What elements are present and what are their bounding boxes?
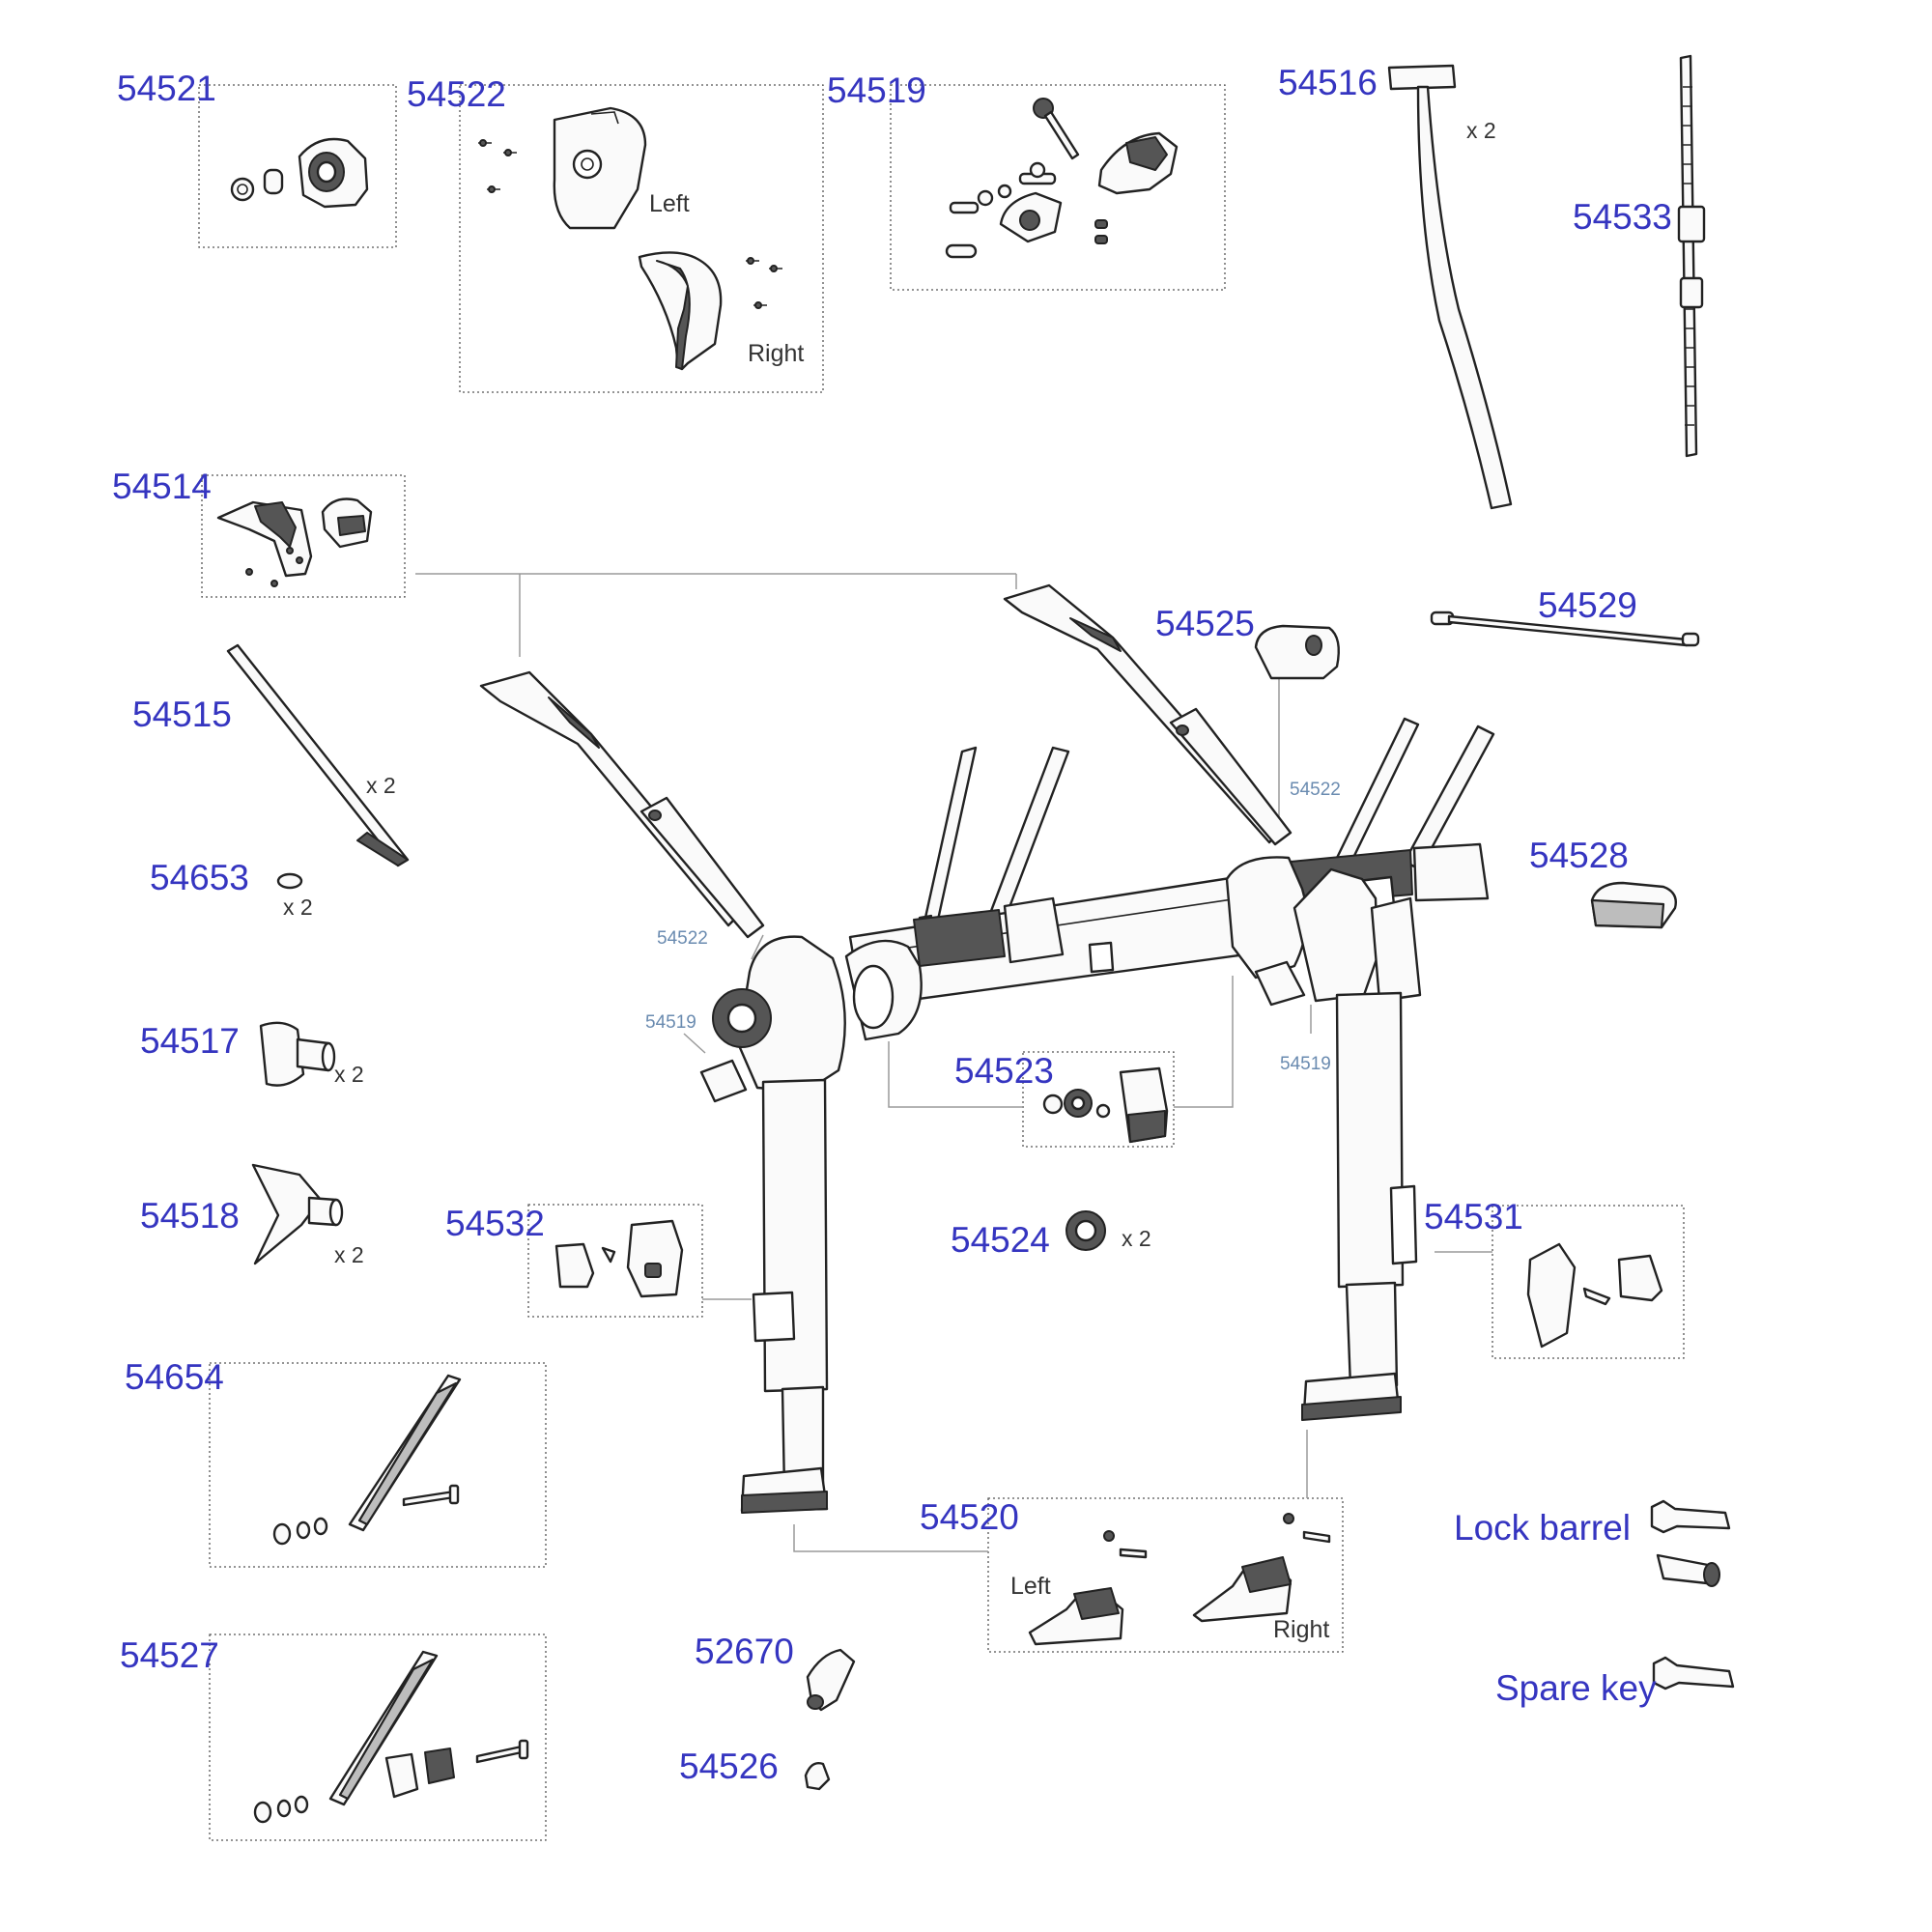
lock-barrel-label: Lock barrel (1454, 1508, 1632, 1548)
part-label-54531: 54531 (1424, 1197, 1523, 1236)
part-54516-drawing (1387, 64, 1513, 510)
part-label-54523: 54523 (954, 1051, 1054, 1091)
part-label-54529: 54529 (1538, 585, 1637, 625)
box-54514 (201, 474, 406, 598)
part-54515-drawing (226, 643, 410, 867)
part-54522-drawing (478, 106, 782, 371)
box-54654 (209, 1362, 547, 1568)
qty-54516: x 2 (1466, 118, 1496, 143)
callout-54519-right: 54519 (1280, 1054, 1331, 1074)
side-label-right-54520: Right (1273, 1616, 1330, 1643)
callout-54522-right: 54522 (1290, 780, 1341, 800)
part-label-54519: 54519 (827, 71, 926, 110)
part-52670-drawing (806, 1648, 856, 1712)
part-label-54533: 54533 (1573, 197, 1672, 237)
callout-54522-left: 54522 (657, 928, 708, 949)
box-54523 (1022, 1051, 1175, 1148)
part-54528-drawing (1590, 881, 1677, 929)
part-label-54520: 54520 (920, 1497, 1019, 1537)
rack-assembly (479, 583, 1495, 1514)
qty-54518: x 2 (334, 1242, 364, 1267)
box-54520 (987, 1497, 1344, 1653)
part-54520-drawing (1028, 1513, 1331, 1646)
part-label-54526: 54526 (679, 1747, 779, 1786)
part-label-54516: 54516 (1278, 63, 1378, 102)
side-label-right: Right (748, 340, 805, 367)
part-label-52670: 52670 (695, 1632, 794, 1671)
part-label-54532: 54532 (445, 1204, 545, 1243)
box-54522 (459, 84, 824, 393)
part-label-54527: 54527 (120, 1635, 219, 1675)
part-label-54528: 54528 (1529, 836, 1629, 875)
part-54533-drawing (1677, 54, 1706, 458)
qty-54515: x 2 (366, 773, 396, 798)
part-label-54515: 54515 (132, 695, 232, 734)
lock-barrel-drawing (1650, 1499, 1731, 1587)
part-54531-drawing (1526, 1242, 1663, 1349)
part-54517-drawing (259, 1021, 336, 1087)
part-54514-drawing (216, 497, 373, 587)
part-label-54518: 54518 (140, 1196, 240, 1236)
part-54653-drawing (276, 872, 303, 890)
part-54523-drawing (1042, 1066, 1169, 1144)
part-label-54514: 54514 (112, 467, 212, 506)
spare-key-drawing (1652, 1656, 1735, 1690)
box-54532 (527, 1204, 703, 1318)
part-label-54525: 54525 (1155, 604, 1255, 643)
part-label-54522: 54522 (407, 74, 506, 114)
qty-54524: x 2 (1122, 1226, 1151, 1251)
qty-54517: x 2 (334, 1062, 364, 1087)
box-54521 (198, 84, 397, 248)
part-label-54524: 54524 (951, 1220, 1050, 1260)
part-54518-drawing (251, 1163, 344, 1265)
box-54531 (1492, 1205, 1685, 1359)
box-54519 (890, 84, 1226, 291)
qty-54653: x 2 (283, 895, 313, 920)
side-label-left: Left (649, 190, 690, 217)
spare-key-label: Spare key (1495, 1668, 1657, 1708)
part-54654-drawing (272, 1374, 462, 1546)
part-label-54653: 54653 (150, 858, 249, 897)
part-label-54654: 54654 (125, 1357, 224, 1397)
box-54527 (209, 1634, 547, 1841)
side-label-left-54520: Left (1010, 1573, 1051, 1600)
part-54524-drawing (1065, 1210, 1106, 1251)
part-label-54517: 54517 (140, 1021, 240, 1061)
part-54519-drawing (945, 98, 1179, 259)
part-54527-drawing (253, 1650, 529, 1824)
callout-54519-left: 54519 (645, 1012, 696, 1033)
part-54532-drawing (554, 1219, 684, 1298)
part-label-54521: 54521 (117, 69, 216, 108)
part-54521-drawing (230, 137, 369, 209)
part-54526-drawing (804, 1762, 831, 1791)
leader-lines (415, 573, 1492, 1552)
part-54525-drawing (1254, 624, 1340, 680)
part-54529-drawing (1430, 611, 1700, 647)
